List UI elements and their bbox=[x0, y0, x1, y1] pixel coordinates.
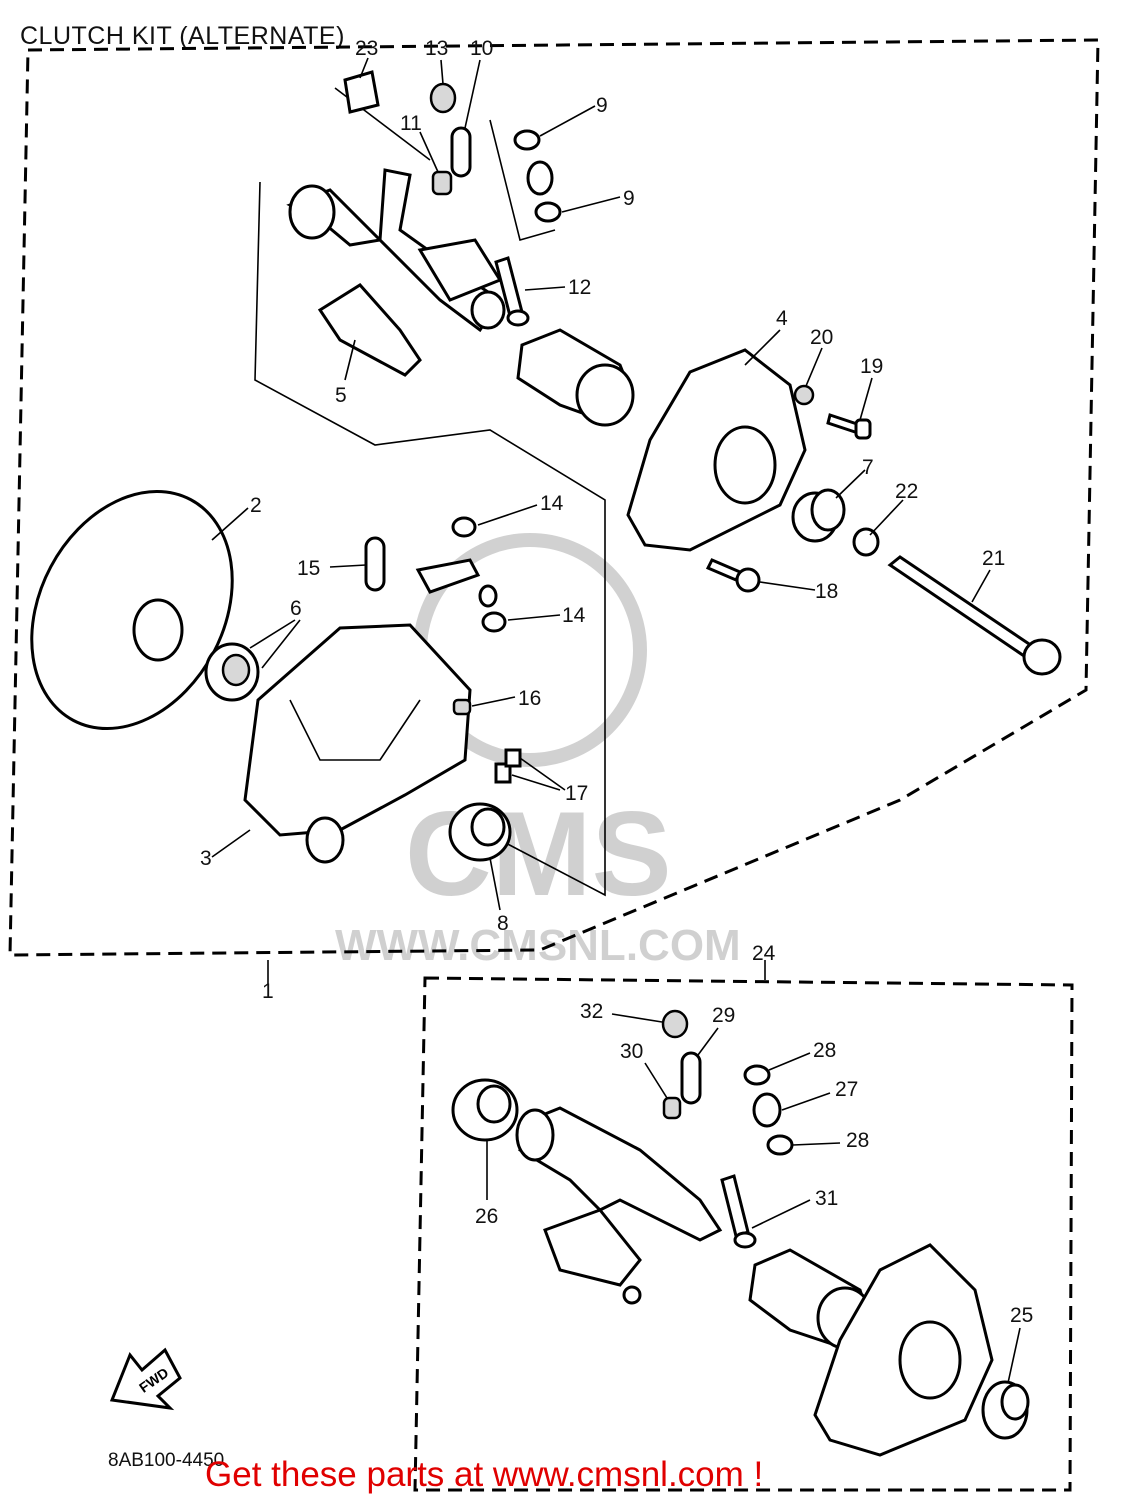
part-4-cover bbox=[626, 348, 807, 552]
part-23-clip bbox=[343, 70, 380, 114]
part-18-bolt bbox=[705, 558, 761, 593]
part-11-screw bbox=[431, 170, 453, 196]
callout-4: 4 bbox=[776, 307, 788, 330]
callout-19: 19 bbox=[860, 355, 883, 378]
lower-spider bbox=[515, 1106, 723, 1305]
callout-22: 22 bbox=[895, 480, 918, 503]
part-26-bushing bbox=[451, 1078, 519, 1142]
part-8-bushing bbox=[448, 802, 512, 862]
subassembly-outline bbox=[254, 181, 606, 897]
part-14-washers bbox=[451, 516, 507, 633]
part-9-washers bbox=[513, 129, 562, 223]
part-29-pin bbox=[680, 1051, 702, 1105]
callout-21: 21 bbox=[982, 547, 1005, 570]
part-13-nut bbox=[429, 82, 457, 114]
part-3-movable-sheave bbox=[243, 623, 472, 864]
part-30-screw bbox=[662, 1096, 682, 1120]
callout-23: 23 bbox=[355, 37, 378, 60]
callout-32: 32 bbox=[580, 1000, 603, 1023]
callout-8: 8 bbox=[497, 912, 509, 935]
part-20-nut bbox=[793, 384, 815, 406]
callout-20: 20 bbox=[810, 326, 833, 349]
part-21-long-bolt bbox=[887, 555, 1062, 676]
part-32-nut bbox=[661, 1009, 689, 1039]
callout-28a: 28 bbox=[813, 1039, 836, 1062]
callout-29: 29 bbox=[712, 1004, 735, 1027]
part-31-bolt bbox=[720, 1174, 757, 1249]
callout-7: 7 bbox=[862, 456, 874, 479]
callout-2: 2 bbox=[250, 494, 262, 517]
part-7-bushing bbox=[791, 488, 846, 543]
callout-17: 17 bbox=[565, 782, 588, 805]
watermark-logo: CMS bbox=[405, 787, 672, 921]
callout-12: 12 bbox=[568, 276, 591, 299]
callout-14b: 14 bbox=[562, 604, 586, 627]
part-12-bolt bbox=[494, 256, 530, 327]
callout-30: 30 bbox=[620, 1040, 643, 1063]
callout-25: 25 bbox=[1010, 1304, 1033, 1327]
callout-15: 15 bbox=[297, 557, 320, 580]
callout-26: 26 bbox=[475, 1205, 498, 1228]
boot bbox=[516, 328, 635, 427]
part-2-sheave bbox=[30, 489, 234, 731]
kit-boundary-24 bbox=[413, 976, 1074, 1492]
part-6-collar bbox=[204, 642, 260, 702]
callout-18: 18 bbox=[815, 580, 838, 603]
diagram-title: CLUTCH KIT (ALTERNATE) bbox=[20, 22, 345, 50]
callout-9b: 9 bbox=[623, 187, 635, 210]
callout-14a: 14 bbox=[540, 492, 564, 515]
callout-11: 11 bbox=[400, 112, 422, 135]
part-27-spacer bbox=[752, 1092, 782, 1128]
callout-24: 24 bbox=[752, 942, 776, 965]
callout-16: 16 bbox=[518, 687, 541, 710]
part-weight-roller bbox=[415, 558, 498, 608]
part-28-washers bbox=[743, 1064, 794, 1156]
promo-banner-link[interactable]: Get these parts at www.cmsnl.com ! bbox=[205, 1455, 764, 1494]
part-19-screw bbox=[826, 413, 872, 440]
callout-1: 1 bbox=[262, 980, 274, 1003]
callout-13: 13 bbox=[425, 37, 448, 60]
callout-27: 27 bbox=[835, 1078, 858, 1101]
callout-6: 6 bbox=[290, 597, 302, 620]
part-22-clip bbox=[852, 527, 880, 557]
watermark-url: WWW.CMSNL.COM bbox=[335, 921, 741, 970]
callout-28b: 28 bbox=[846, 1129, 869, 1152]
part-15-pin bbox=[364, 536, 386, 592]
part-10-pin bbox=[450, 126, 472, 178]
lower-cover bbox=[813, 1243, 994, 1457]
callout-10: 10 bbox=[470, 37, 493, 60]
diagram-code: 8AB100-4450 bbox=[108, 1450, 225, 1471]
callout-9a: 9 bbox=[596, 94, 608, 117]
part-16-screw bbox=[452, 698, 472, 716]
callout-3: 3 bbox=[200, 847, 212, 870]
callout-31: 31 bbox=[815, 1187, 838, 1210]
leader-lines bbox=[211, 57, 1021, 1384]
part-5-spider bbox=[286, 168, 506, 377]
part-25-bushing bbox=[981, 1380, 1030, 1440]
callout-5: 5 bbox=[335, 384, 347, 407]
fwd-arrow: FWD bbox=[109, 1347, 182, 1411]
kit-boundary-1 bbox=[8, 38, 1100, 957]
callout-labels: 1 2 3 4 5 6 7 8 9 9 10 11 12 13 14 14 15… bbox=[200, 37, 1033, 1327]
watermark: CMS WWW.CMSNL.COM bbox=[335, 533, 741, 970]
